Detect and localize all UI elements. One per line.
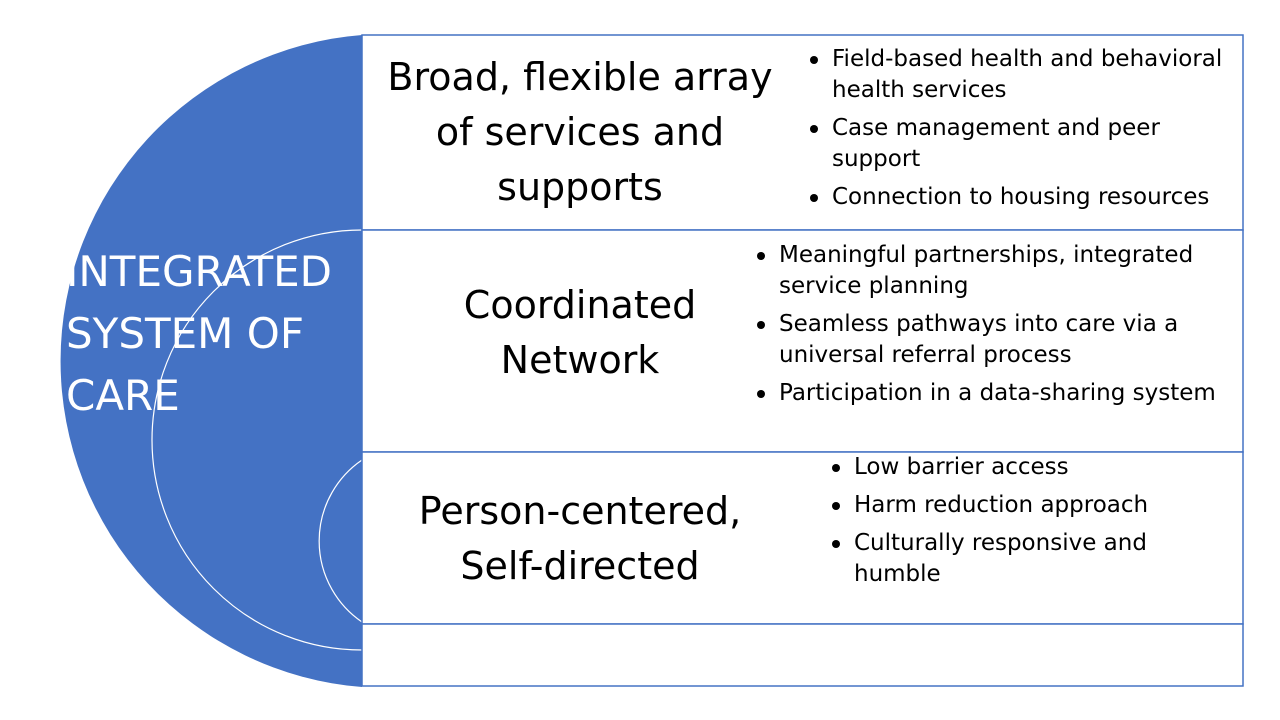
bullet-line: health services: [832, 77, 1007, 103]
bullet-item: Low barrier access: [830, 452, 1148, 483]
heading-line: Broad, flexible array: [387, 55, 773, 99]
inner-circle-arc: [318, 459, 363, 623]
bullet-line: Connection to housing resources: [832, 184, 1210, 210]
bullet-item: Case management and peer support: [808, 113, 1222, 175]
row-box-broad-array: [361, 34, 1244, 231]
bullet-item: Field-based health and behavioral health…: [808, 44, 1222, 106]
bullet-item: Seamless pathways into care via a univer…: [755, 309, 1216, 371]
row-box-empty: [361, 623, 1244, 687]
middle-circle-arc: [151, 229, 363, 651]
bullet-item: Culturally responsive and humble: [830, 528, 1148, 590]
bullet-line: Participation in a data-sharing system: [779, 380, 1216, 406]
bullet-list-coordinated-network: Meaningful partnerships, integrated serv…: [755, 240, 1216, 416]
row-box-person-centered: [361, 451, 1244, 625]
bullet-line: support: [832, 146, 921, 172]
bullet-line: Seamless pathways into care via a: [779, 311, 1179, 337]
heading-line: Person-centered,: [418, 489, 742, 533]
bullet-line: Low barrier access: [854, 454, 1069, 480]
bullet-item: Harm reduction approach: [830, 490, 1148, 521]
bullet-item: Participation in a data-sharing system: [755, 378, 1216, 409]
title-line: INTEGRATED: [66, 247, 333, 296]
bullet-item: Connection to housing resources: [808, 182, 1222, 213]
heading-line: of services and: [435, 110, 725, 154]
row-heading-coordinated-network: Coordinated Network: [370, 278, 790, 388]
bullet-line: Case management and peer: [832, 115, 1160, 141]
bullet-line: Meaningful partnerships, integrated: [779, 242, 1194, 268]
heading-line: Self-directed: [460, 544, 700, 588]
bullet-item: Meaningful partnerships, integrated serv…: [755, 240, 1216, 302]
row-heading-person-centered: Person-centered, Self-directed: [370, 484, 790, 594]
bullet-line: service planning: [779, 273, 969, 299]
bullet-line: Field-based health and behavioral: [832, 46, 1223, 72]
heading-line: supports: [497, 165, 663, 209]
heading-line: Network: [500, 338, 660, 382]
bullet-line: Culturally responsive and: [854, 530, 1147, 556]
bullet-line: humble: [854, 561, 941, 587]
bullet-line: Harm reduction approach: [854, 492, 1149, 518]
heading-line: Coordinated: [463, 283, 697, 327]
row-heading-broad-array: Broad, flexible array of services and su…: [370, 50, 790, 215]
title-line: CARE: [66, 371, 180, 420]
bullet-line: universal referral process: [779, 342, 1072, 368]
outer-circle: [60, 35, 362, 687]
bullet-list-broad-array: Field-based health and behavioral health…: [808, 44, 1222, 220]
title-line: SYSTEM OF: [66, 309, 304, 358]
bullet-list-person-centered: Low barrier access Harm reduction approa…: [830, 452, 1148, 597]
diagram-title: INTEGRATED SYSTEM OF CARE: [66, 241, 356, 427]
row-box-coordinated-network: [361, 229, 1244, 453]
